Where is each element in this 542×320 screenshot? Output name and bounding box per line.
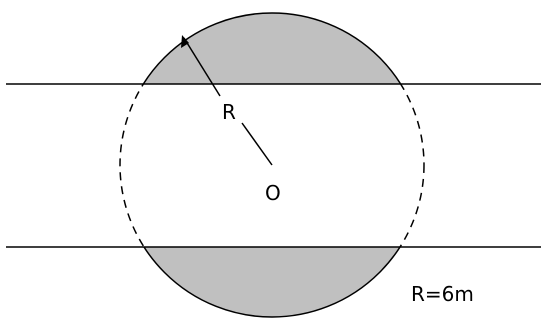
radius-label: R: [222, 100, 236, 124]
center-label: O: [265, 181, 281, 205]
top-shaded-segment: [142, 12, 402, 84]
dashed-circle-arc: [119, 84, 425, 247]
radius-value-label: R=6m: [411, 282, 474, 306]
radius-line-upper: [183, 37, 221, 97]
bottom-shaded-segment: [143, 247, 401, 318]
radius-arrowhead: [181, 35, 189, 48]
radius-line-lower: [241, 122, 273, 166]
